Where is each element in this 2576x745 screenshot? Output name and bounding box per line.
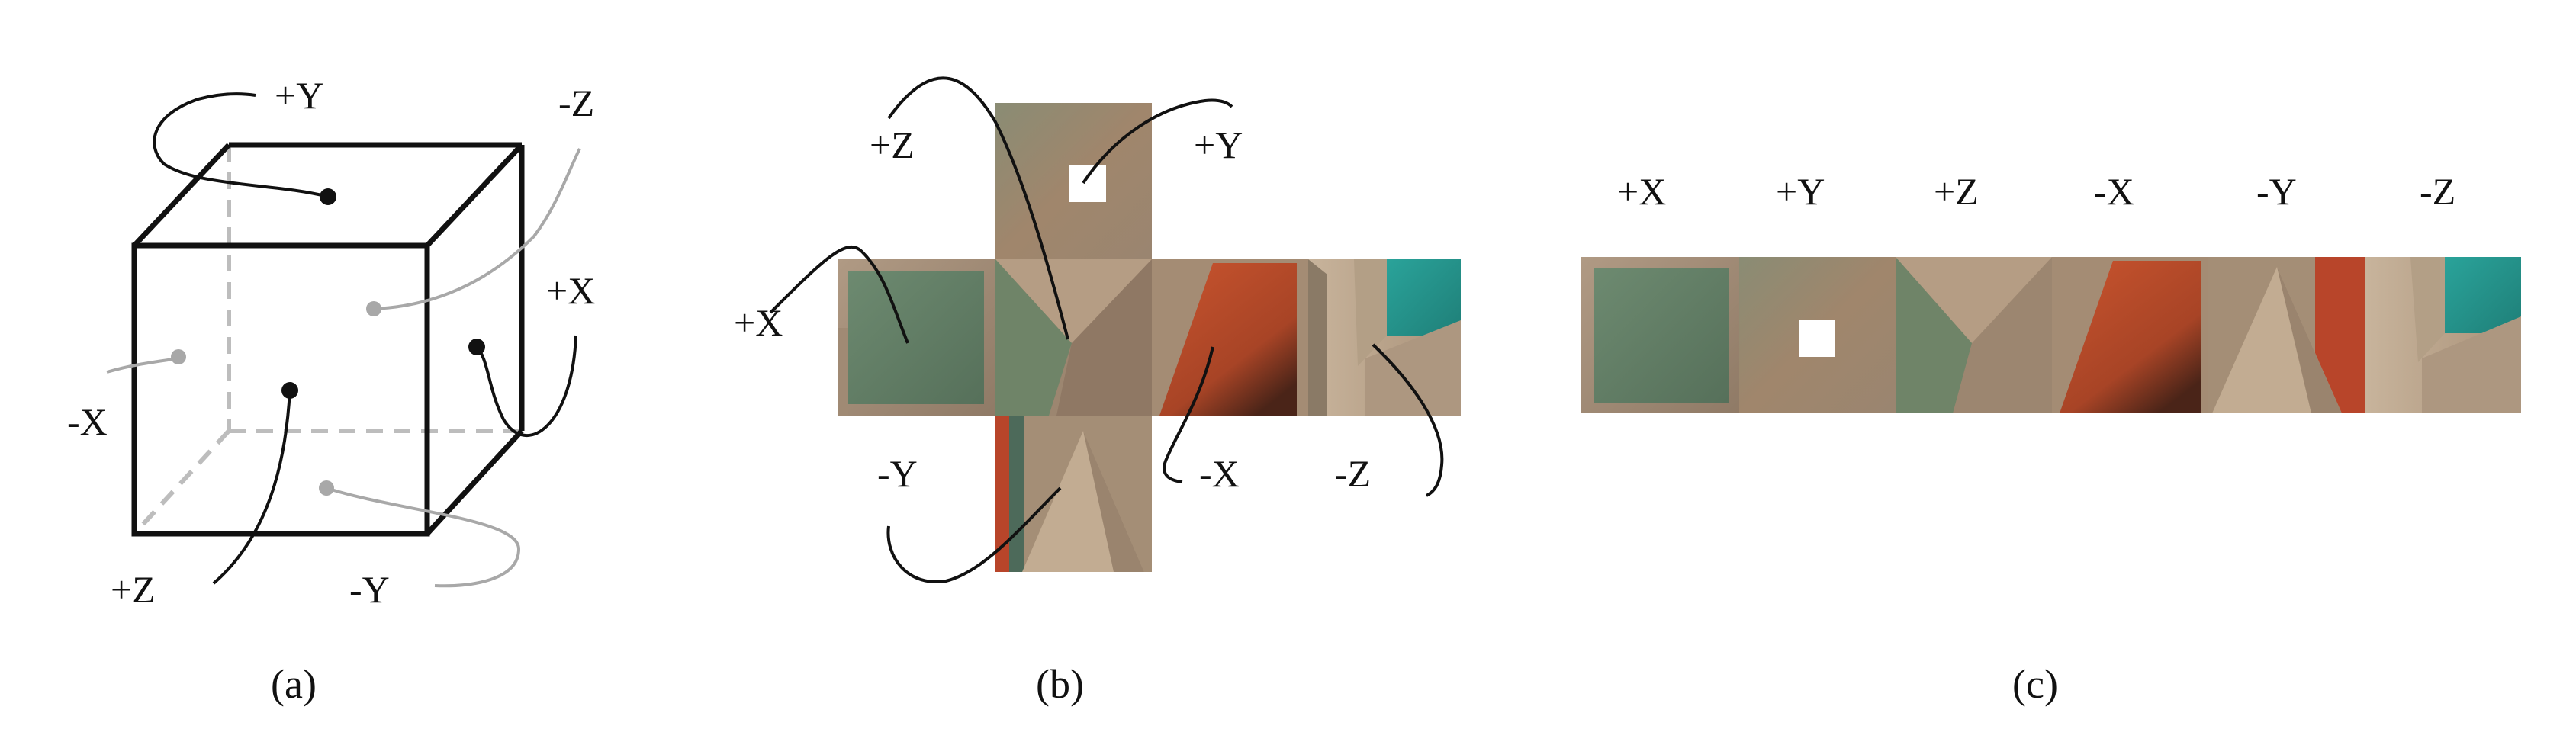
dot-plus-x bbox=[468, 339, 485, 355]
label-b-plus-x: +X bbox=[734, 301, 783, 344]
face-b-minus-z bbox=[1308, 259, 1461, 416]
label-c-3: -X bbox=[2094, 170, 2134, 213]
label-a-minus-z: -Z bbox=[558, 82, 594, 124]
face-b-minus-x bbox=[1152, 259, 1308, 416]
cube-hidden-edges bbox=[132, 145, 519, 536]
label-b-minus-y: -Y bbox=[877, 452, 918, 495]
label-c-0: +X bbox=[1617, 170, 1666, 213]
panel-a-cube: +Y -Z +X -X +Z -Y (a) bbox=[67, 74, 595, 707]
cube-visible-edges bbox=[131, 142, 525, 537]
label-a-plus-y: +Y bbox=[275, 74, 323, 117]
label-b-plus-y: +Y bbox=[1194, 124, 1243, 166]
label-c-4: -Y bbox=[2256, 170, 2297, 213]
panel-c-strip: +X +Y +Z -X -Y -Z (c) bbox=[1581, 170, 2521, 707]
label-c-1: +Y bbox=[1776, 170, 1825, 213]
dot-plus-z bbox=[281, 382, 298, 399]
face-b-minus-y bbox=[995, 416, 1152, 572]
dot-minus-y bbox=[319, 480, 334, 496]
dot-plus-y bbox=[320, 188, 336, 205]
cube-back-leaders bbox=[106, 148, 581, 588]
face-c-minus-y bbox=[2208, 257, 2365, 413]
label-b-minus-z: -Z bbox=[1335, 452, 1371, 495]
panel-b-cross: +Z +Y +X -Y -X -Z (b) bbox=[734, 76, 1461, 707]
caption-a: (a) bbox=[271, 661, 317, 707]
cross-leaders bbox=[769, 76, 1444, 584]
caption-b: (b) bbox=[1036, 661, 1084, 707]
face-b-plus-x bbox=[838, 259, 995, 416]
label-a-minus-x: -X bbox=[67, 400, 108, 443]
face-c-plus-z bbox=[1896, 257, 2052, 413]
face-b-plus-z bbox=[995, 259, 1152, 416]
face-c-minus-x bbox=[2052, 257, 2208, 413]
cube-front-leaders bbox=[153, 92, 577, 585]
label-a-plus-x: +X bbox=[546, 269, 595, 312]
caption-c: (c) bbox=[2012, 661, 2058, 707]
face-c-minus-z bbox=[2365, 257, 2521, 413]
label-c-2: +Z bbox=[1934, 170, 1979, 213]
face-c-plus-y bbox=[1739, 257, 1896, 413]
face-c-plus-x bbox=[1581, 257, 1739, 413]
label-b-minus-x: -X bbox=[1199, 452, 1240, 495]
label-a-plus-z: +Z bbox=[111, 568, 156, 611]
label-c-5: -Z bbox=[2420, 170, 2455, 213]
label-a-minus-y: -Y bbox=[349, 568, 390, 611]
label-b-plus-z: +Z bbox=[870, 124, 915, 166]
dot-minus-z bbox=[366, 301, 381, 316]
dot-minus-x bbox=[171, 349, 186, 364]
